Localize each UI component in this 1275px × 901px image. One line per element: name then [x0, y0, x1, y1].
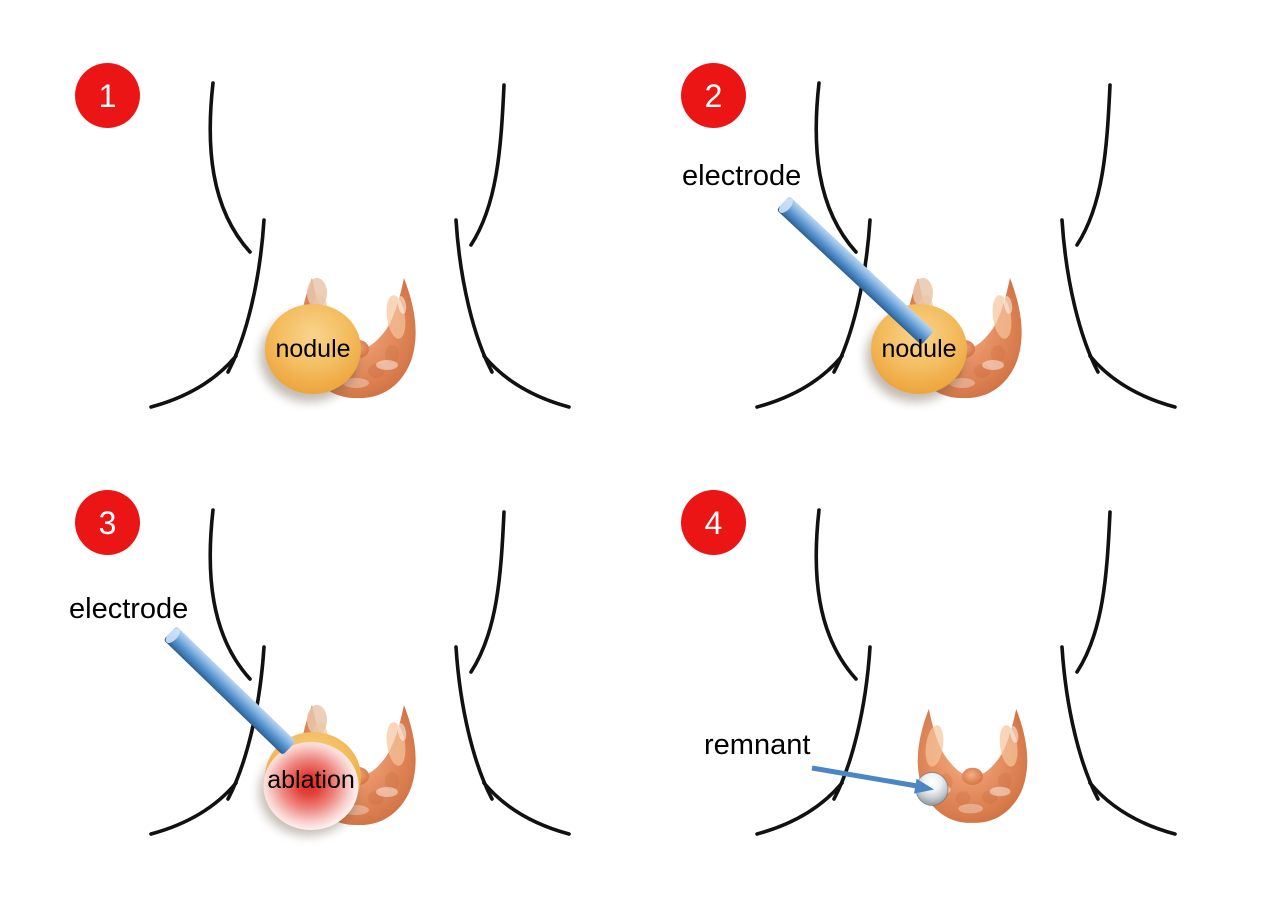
panel-1-artwork — [149, 81, 571, 409]
nodule-circle — [265, 304, 361, 394]
ablation-zone-circle — [263, 742, 359, 830]
step-number: 4 — [704, 504, 723, 541]
thyroid-gland-illustration — [906, 278, 1022, 399]
step-badge-3: 3 — [75, 490, 140, 555]
electrode-rod — [777, 197, 934, 344]
ablation-label: ablation — [267, 766, 355, 794]
step-badge-2: 2 — [681, 63, 746, 128]
panel-1: 1 nodule — [60, 50, 670, 474]
electrode-label: electrode — [69, 593, 189, 625]
thyroid-left-lobe-tip — [307, 278, 327, 308]
step-number: 1 — [98, 77, 117, 114]
nodule-label: nodule — [275, 335, 351, 363]
remnant-arrowhead — [914, 778, 934, 794]
step-number: 2 — [704, 77, 723, 114]
electrode-rod — [164, 627, 295, 754]
remnant-arrow — [811, 765, 934, 794]
thyroid-left-lobe-tip — [913, 278, 933, 308]
panel-2-artwork — [755, 81, 1177, 409]
panel-4: 4 remnant — [666, 477, 1275, 901]
nodule-circle — [871, 304, 967, 394]
nodule-label: nodule — [881, 335, 957, 363]
step-badge-4: 4 — [681, 490, 746, 555]
electrode-label: electrode — [682, 160, 802, 192]
panel-3: 3 electrode ablation — [60, 477, 670, 901]
panel-2: 2 electrode nodule — [666, 50, 1275, 474]
thyroid-left-lobe-tip — [307, 705, 327, 735]
step-number: 3 — [98, 504, 117, 541]
thyroid-gland-illustration — [300, 278, 416, 399]
panel-3-artwork — [149, 508, 571, 836]
panel-4-artwork — [755, 508, 1177, 836]
electrode-end-cap — [778, 198, 793, 213]
thyroid-gland-illustration — [300, 705, 416, 826]
step-badge-1: 1 — [75, 63, 140, 128]
remnant-label: remnant — [704, 729, 811, 761]
electrode-end-cap — [165, 628, 180, 643]
